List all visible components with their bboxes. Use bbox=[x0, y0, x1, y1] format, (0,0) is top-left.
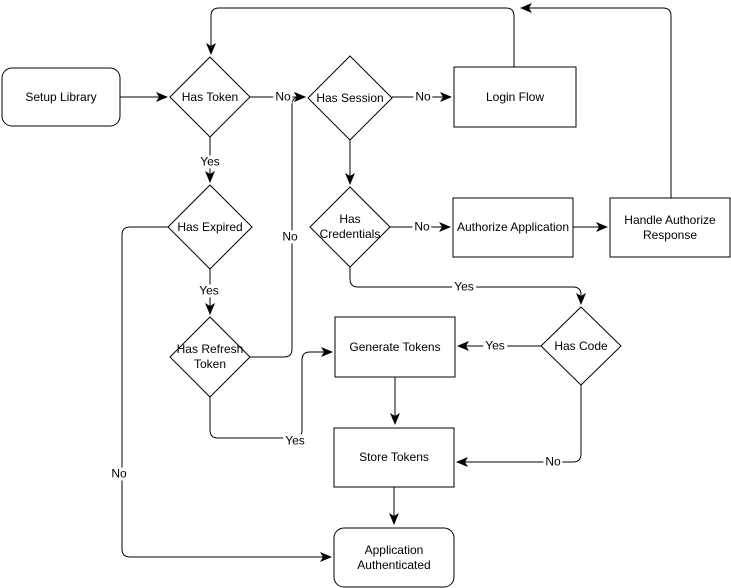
edge-has-expired-to-application-authenticated bbox=[121, 226, 332, 562]
edge-has-credentials-to-has-code bbox=[349, 267, 586, 305]
edge-handle-authorize-response-to-loop bbox=[520, 2, 672, 198]
setup-library-node[interactable] bbox=[1, 67, 121, 127]
has-session-node[interactable] bbox=[307, 55, 393, 141]
has-token-node[interactable] bbox=[169, 56, 251, 138]
application-authenticated-node[interactable] bbox=[333, 527, 455, 588]
edge-has-code-to-store-tokens bbox=[456, 385, 582, 467]
has-code-node[interactable] bbox=[540, 306, 622, 386]
login-flow-node[interactable] bbox=[453, 66, 577, 128]
has-credentials-node[interactable] bbox=[309, 186, 391, 268]
has-expired-node[interactable] bbox=[167, 184, 253, 270]
edge-has-refresh-token-to-has-session bbox=[250, 92, 306, 358]
generate-tokens-node[interactable] bbox=[334, 316, 456, 378]
handle-authorize-response-node[interactable] bbox=[609, 197, 731, 258]
edge-login-flow-to-has-token bbox=[206, 7, 515, 67]
has-refresh-token-node[interactable] bbox=[169, 316, 251, 398]
authorize-application-node[interactable] bbox=[452, 197, 574, 258]
store-tokens-node[interactable] bbox=[333, 427, 455, 488]
